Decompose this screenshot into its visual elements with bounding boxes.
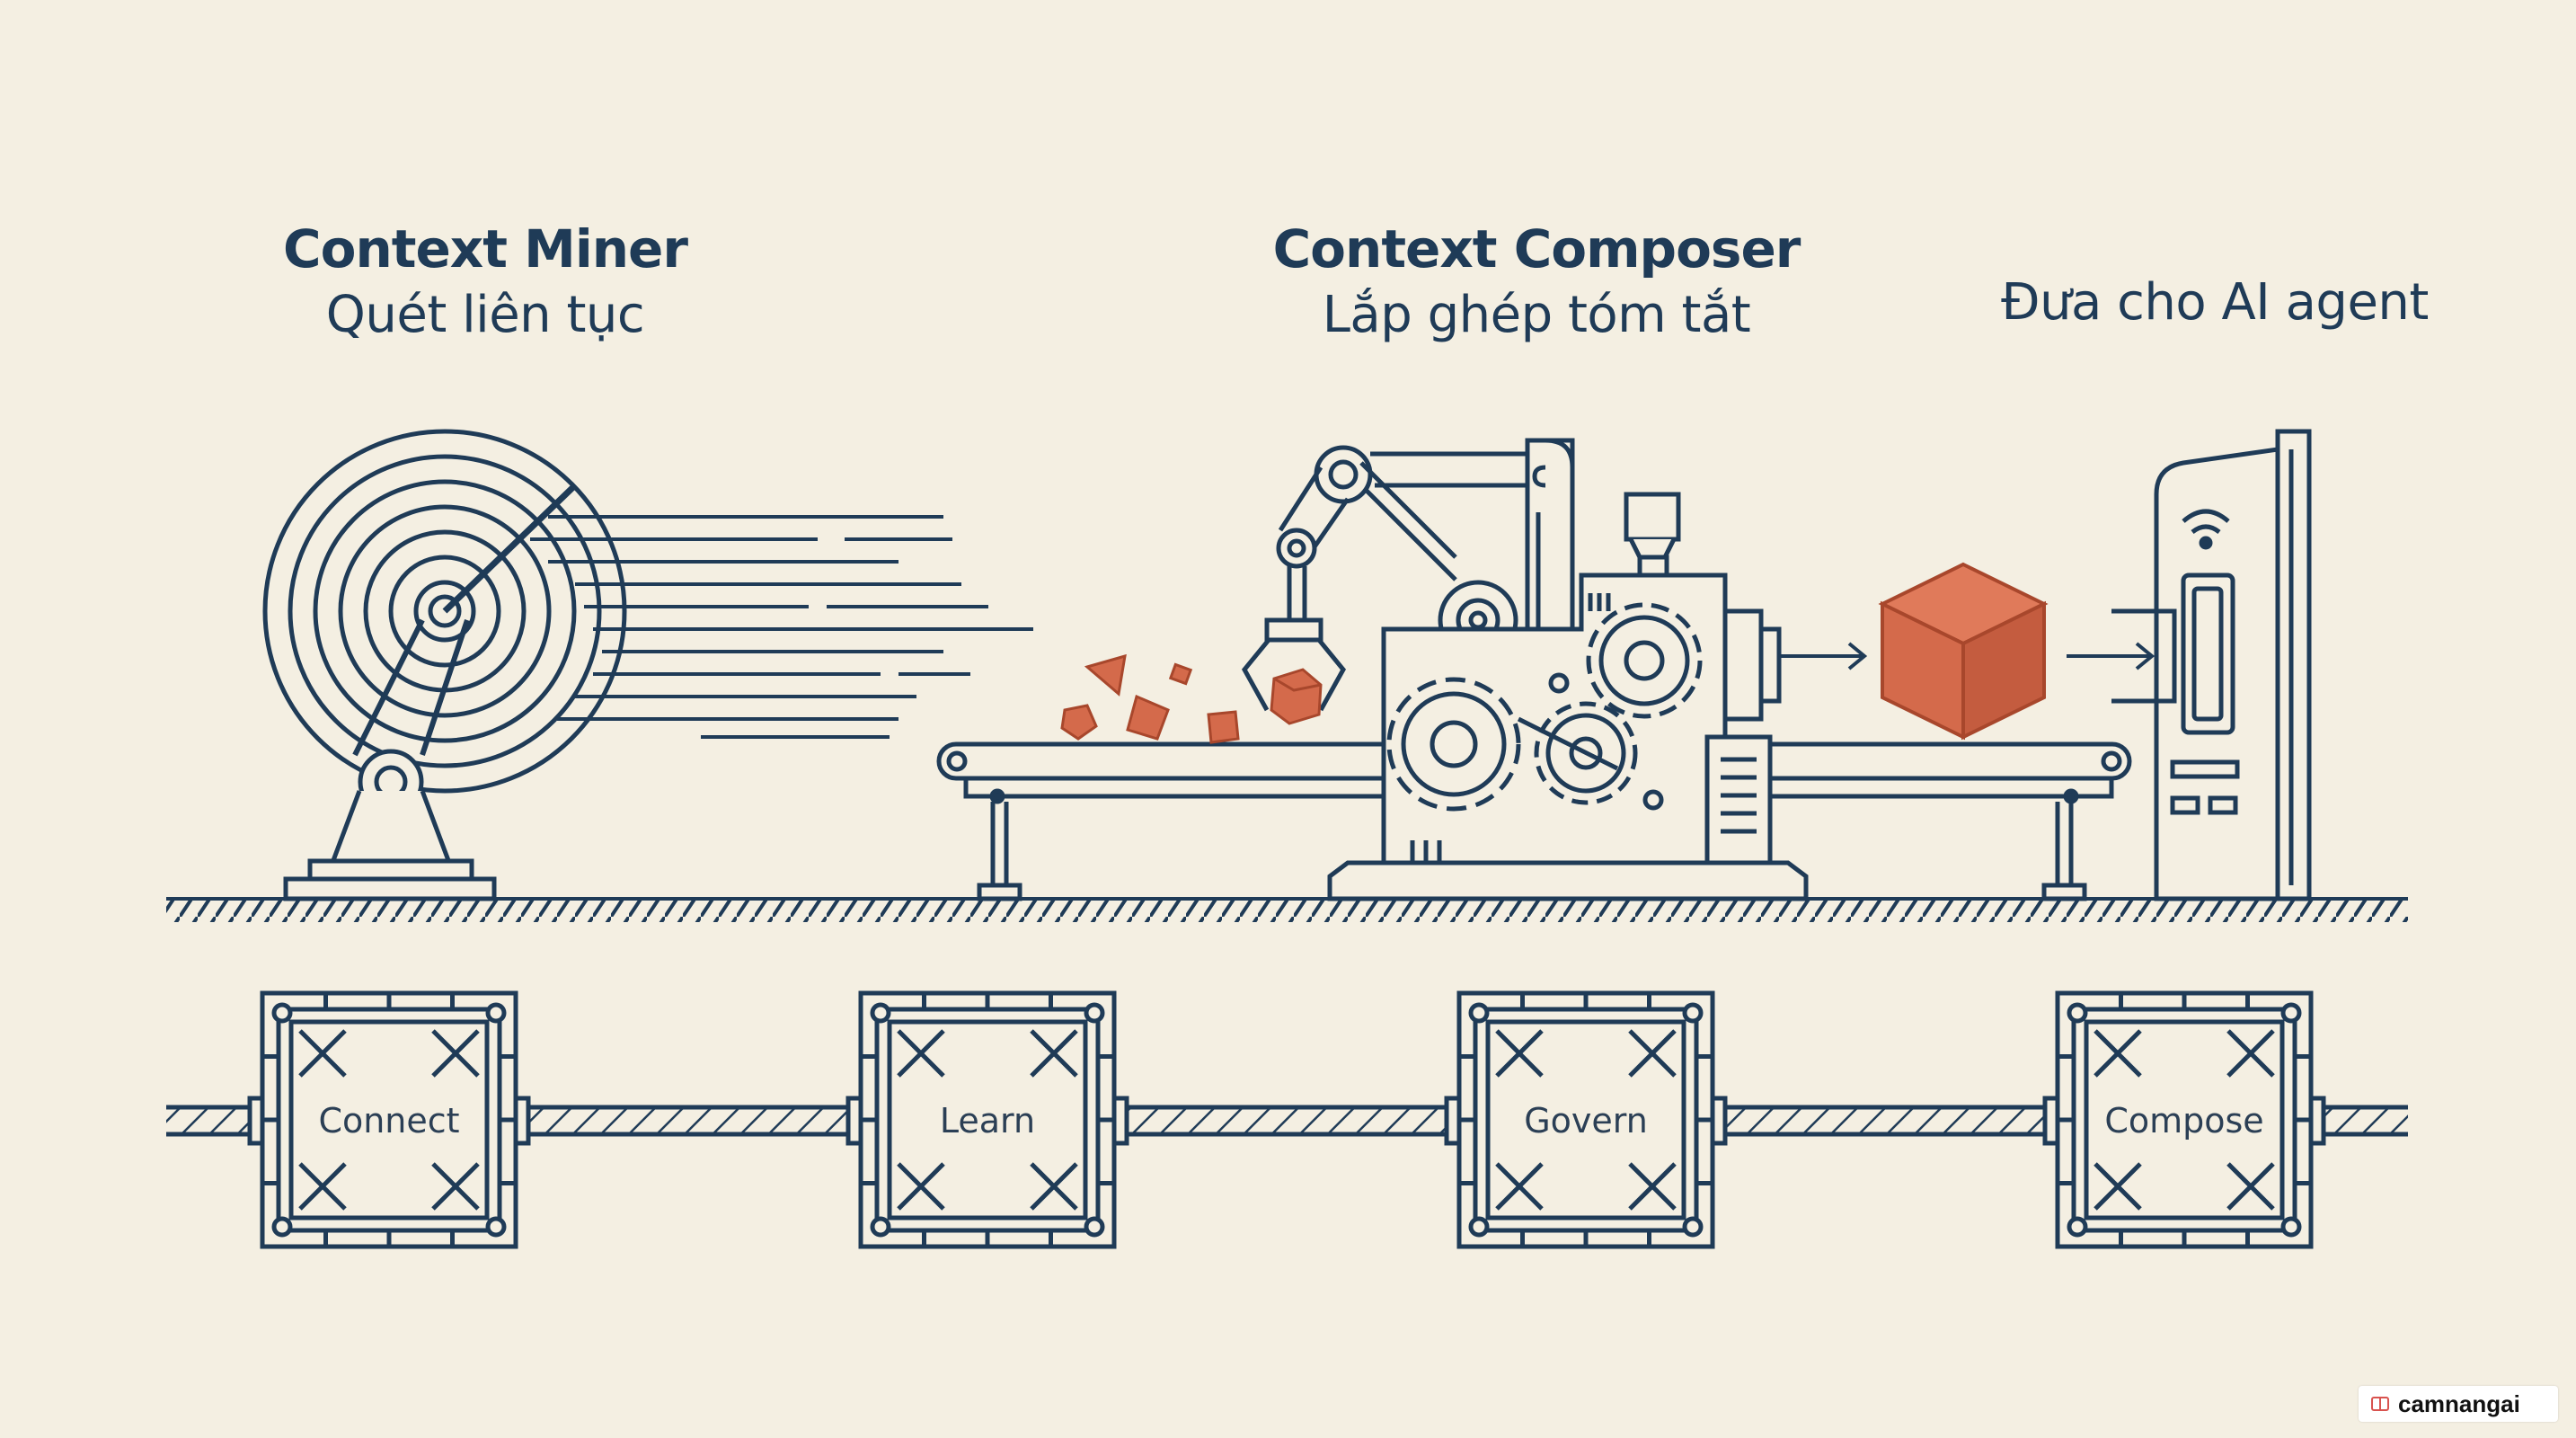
watermark-text: camnangai xyxy=(2398,1389,2520,1417)
watermark: camnangai xyxy=(2359,1386,2558,1422)
ai-agent-terminal-icon xyxy=(2111,429,2312,901)
raw-fragments xyxy=(1060,653,1240,744)
pipeline-pipe xyxy=(166,1105,2408,1137)
stage-box-connect-label: Connect xyxy=(318,1101,459,1141)
context-miner-subtitle: Quét liên tục xyxy=(325,286,645,344)
arrow-right-icon-agent xyxy=(2067,642,2156,670)
gear-icon xyxy=(1386,602,1703,812)
context-cube-icon xyxy=(1878,562,2049,741)
ground xyxy=(166,897,2408,922)
context-composer-subtitle: Lắp ghép tóm tắt xyxy=(1322,286,1751,344)
stage-boxes: Connect Learn Govern Compose xyxy=(247,990,2326,1249)
stage-box-connect xyxy=(247,990,531,1249)
stage-box-govern-label: Govern xyxy=(1524,1101,1648,1141)
stage-box-learn xyxy=(845,990,1129,1249)
context-composer-heading: Context Composer Lắp ghép tóm tắt xyxy=(1222,216,1851,349)
stage-box-learn-label: Learn xyxy=(940,1101,1035,1141)
composed-fragment xyxy=(1270,668,1323,725)
ai-agent-label: Đưa cho AI agent xyxy=(2001,273,2429,332)
ai-agent-heading: Đưa cho AI agent xyxy=(1932,270,2498,336)
context-composer-title: Context Composer xyxy=(1272,218,1801,280)
context-miner-heading: Context Miner Quét liên tục xyxy=(216,216,755,349)
stage-box-compose xyxy=(2042,990,2326,1249)
book-icon xyxy=(2371,1397,2389,1411)
stage-box-govern xyxy=(1444,990,1728,1249)
context-miner-title: Context Miner xyxy=(283,218,688,280)
scan-waves xyxy=(530,515,1033,739)
arrow-right-icon xyxy=(1779,642,1868,670)
stage-box-compose-label: Compose xyxy=(2104,1101,2263,1141)
radar-dish-icon xyxy=(262,429,627,901)
